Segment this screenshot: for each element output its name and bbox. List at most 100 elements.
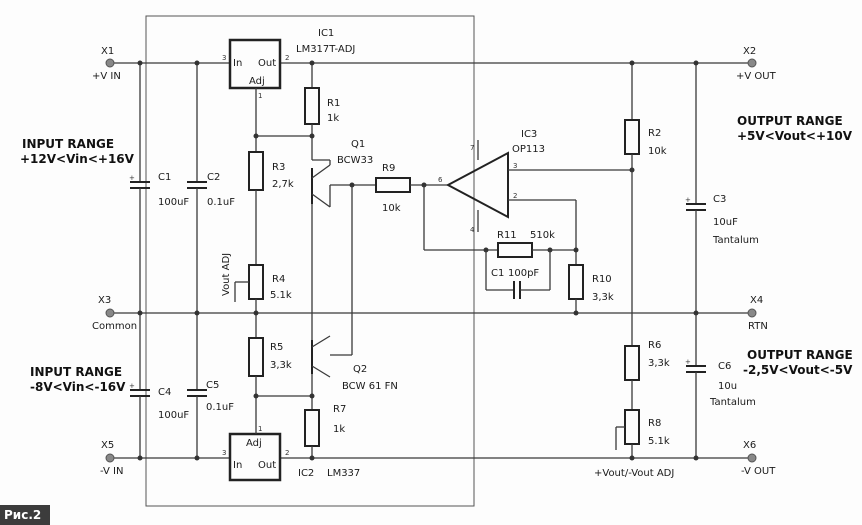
c6-ref: C6: [718, 361, 731, 372]
input-range-pos-value: +12V<Vin<+16V: [20, 152, 135, 166]
junction-dot: [693, 455, 699, 461]
junction-dot: [253, 133, 259, 139]
r6-ref: R6: [648, 340, 661, 351]
capacitor-c5: C5 0.1uF: [187, 313, 234, 458]
ic3-pin-number-4: 4: [470, 226, 475, 234]
capacitor-c4: + C4 100uF: [129, 313, 189, 458]
terminal-x6: X6 -V OUT: [741, 440, 776, 477]
terminal-x2: X2 +V OUT: [736, 46, 777, 82]
r8-ref: R8: [648, 418, 661, 429]
junction-dot: [137, 455, 143, 461]
output-range-pos-title: OUTPUT RANGE: [737, 114, 843, 128]
opamp-ic3: IC3 OP113 6 3 2 7 4: [438, 129, 632, 234]
ic1-pin-in: In: [233, 58, 242, 69]
r1-ref: R1: [327, 98, 340, 109]
junction-dot: [253, 310, 259, 316]
r5-ref: R5: [270, 342, 283, 353]
c3-note: Tantalum: [712, 235, 759, 246]
resistor-r11: R11 510k: [497, 230, 576, 258]
terminal-x6-id: X6: [743, 440, 756, 451]
terminal-x3-name: Common: [92, 321, 137, 332]
r7-ref: R7: [333, 404, 346, 415]
q1-ref: Q1: [351, 139, 365, 150]
junction-dot: [309, 455, 315, 461]
ic1-regulator: In Out Adj IC1 LM317T-ADJ 3 2 1: [222, 28, 355, 136]
pm-adj-label: +Vout/-Vout ADJ: [594, 468, 674, 479]
junction-dot: [137, 60, 143, 66]
junction-dot: [194, 60, 200, 66]
cf-value: 100pF: [508, 268, 539, 279]
terminal-x5: X5 -V IN: [100, 440, 123, 477]
c1-value: 100uF: [158, 197, 189, 208]
terminal-x4: X4 RTN: [747, 295, 768, 332]
output-range-neg-value: -2,5V<Vout<-5V: [743, 363, 853, 377]
resistor-r5: R5 3,3k: [248, 337, 292, 396]
resistor-r9: R9 10k: [375, 163, 448, 214]
terminal-x1-id: X1: [101, 46, 114, 57]
ic3-pin-number-6: 6: [438, 176, 443, 184]
c5-ref: C5: [206, 380, 219, 391]
cf-ref: C1: [491, 268, 504, 279]
capacitor-c3: + C3 10uF Tantalum: [685, 63, 759, 313]
potentiometer-r4: R4 5.1k Vout ADJ: [221, 253, 292, 338]
ic3-pin-number-7: 7: [470, 144, 474, 152]
r6-value: 3,3k: [648, 358, 670, 369]
output-range-neg-title: OUTPUT RANGE: [747, 348, 853, 362]
r9-value: 10k: [382, 203, 401, 214]
figure-label: Рис.2: [4, 508, 42, 522]
input-range-neg-title: INPUT RANGE: [30, 365, 122, 379]
c6-note: Tantalum: [709, 397, 756, 408]
r4-value: 5.1k: [270, 290, 292, 301]
junction-dot: [309, 60, 315, 66]
c1-ref: C1: [158, 172, 171, 183]
junction-dot: [573, 310, 579, 316]
c4-ref: C4: [158, 387, 171, 398]
transistor-q1: Q1 BCW33: [311, 139, 376, 350]
c3-value: 10uF: [713, 217, 738, 228]
c6-polarity: +: [685, 358, 691, 366]
terminal-x4-name: RTN: [748, 321, 768, 332]
ic2-ref: IC2: [298, 468, 314, 479]
ic3-pin-number-3: 3: [513, 162, 517, 170]
r9-ref: R9: [382, 163, 395, 174]
ic1-pin-number-1: 1: [258, 92, 262, 100]
r11-value: 510k: [530, 230, 555, 241]
ic1-pin-number-3: 3: [222, 54, 226, 62]
potentiometer-r8: R8 5.1k +Vout/-Vout ADJ: [594, 409, 674, 479]
ic1-ref: IC1: [318, 28, 334, 39]
board-outline: [145, 15, 475, 507]
r4-ref: R4: [272, 274, 285, 285]
junction-dot: [573, 247, 579, 253]
q2-ref: Q2: [353, 364, 367, 375]
ic3-pin-number-2: 2: [513, 192, 517, 200]
junction-dot: [194, 455, 200, 461]
resistor-r3: R3 2,7k: [248, 136, 294, 265]
c5-value: 0.1uF: [206, 402, 234, 413]
junction-dot: [253, 393, 259, 399]
q1-part: BCW33: [337, 155, 373, 166]
terminal-x5-name: -V IN: [100, 466, 123, 477]
r3-value: 2,7k: [272, 179, 294, 190]
resistor-r2: R2 10k: [624, 63, 667, 346]
rail-wires: [110, 62, 752, 459]
input-range-pos-title: INPUT RANGE: [22, 137, 114, 151]
junction-dot: [629, 455, 635, 461]
vout-adj-label: Vout ADJ: [221, 253, 232, 296]
junction-dot: [309, 133, 315, 139]
r10-value: 3,3k: [592, 292, 614, 303]
q2-part: BCW 61 FN: [342, 381, 398, 392]
junction-dot: [194, 310, 200, 316]
ic2-pin-out: Out: [258, 460, 276, 471]
terminal-x3-id: X3: [98, 295, 111, 306]
ic1-pin-number-2: 2: [285, 54, 289, 62]
resistor-r6: R6 3,3k: [624, 340, 670, 410]
c3-polarity: +: [685, 196, 691, 204]
terminal-x6-name: -V OUT: [741, 466, 776, 477]
r1-value: 1k: [327, 113, 339, 124]
r3-ref: R3: [272, 162, 285, 173]
input-range-neg-value: -8V<Vin<-16V: [30, 380, 126, 394]
c2-ref: C2: [207, 172, 220, 183]
c6-value: 10u: [718, 381, 737, 392]
ic3-ref: IC3: [521, 129, 537, 140]
